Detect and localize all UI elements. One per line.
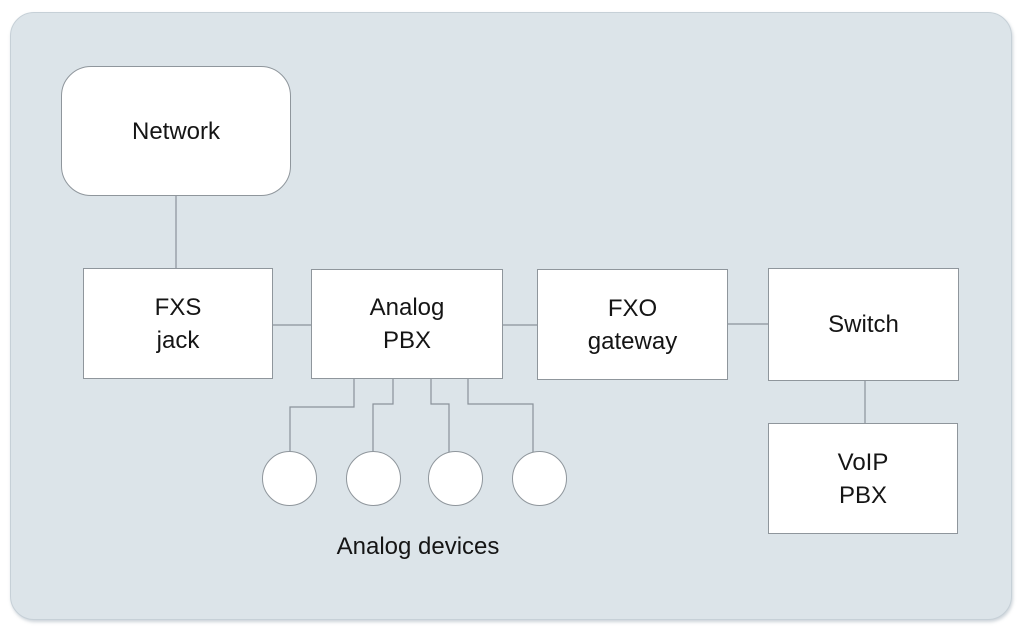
- node-fxs-jack: FXS jack: [83, 268, 273, 379]
- node-fxo-gateway-label: FXO gateway: [587, 294, 678, 355]
- node-voip-pbx: VoIP PBX: [768, 423, 958, 534]
- node-voip-pbx-label: VoIP PBX: [837, 448, 889, 509]
- node-network: Network: [61, 66, 291, 196]
- node-fxs-jack-label: FXS jack: [154, 293, 202, 354]
- node-switch: Switch: [768, 268, 959, 381]
- analog-devices-caption: Analog devices: [336, 533, 500, 560]
- connector-analog-pbx-device-1: [289, 379, 355, 452]
- connector-analog-pbx-device-4: [467, 379, 534, 452]
- analog-device-circle-1: [262, 451, 317, 506]
- node-network-label: Network: [131, 117, 221, 145]
- node-fxo-gateway: FXO gateway: [537, 269, 728, 380]
- analog-device-circle-2: [346, 451, 401, 506]
- node-analog-pbx-label: Analog PBX: [369, 294, 445, 354]
- node-switch-label: Switch: [828, 311, 899, 338]
- connector-analog-pbx-device-2: [372, 379, 394, 452]
- connector-analog-pbx-device-3: [430, 379, 450, 453]
- analog-device-circle-4: [512, 451, 567, 506]
- node-analog-pbx: Analog PBX: [311, 269, 503, 379]
- analog-device-circle-3: [428, 451, 483, 506]
